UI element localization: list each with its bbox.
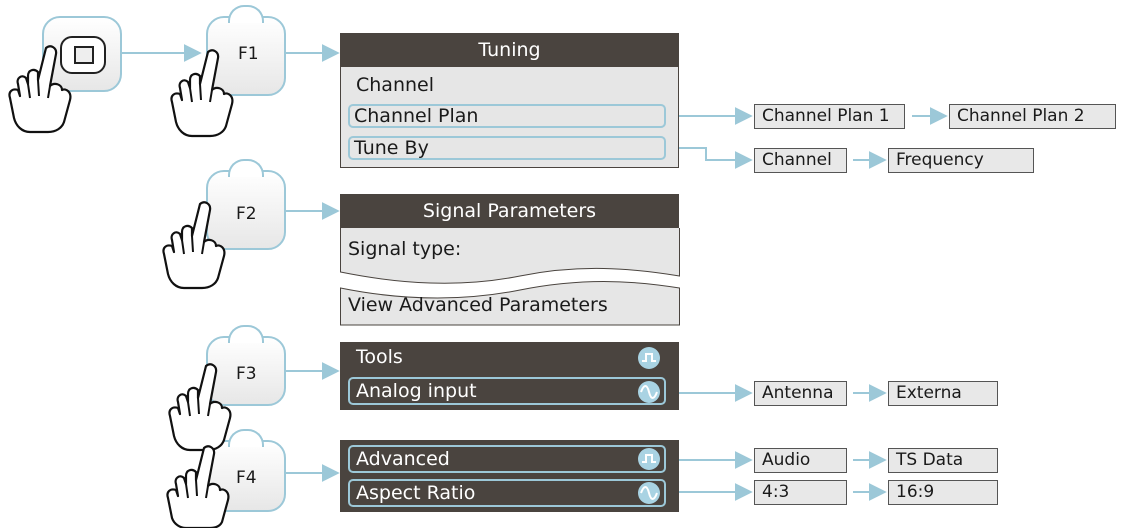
f2-key[interactable]: F2 [206,159,286,250]
f1-key[interactable]: F1 [206,5,286,96]
option-antenna[interactable]: Antenna [754,381,847,406]
f3-key-label: F3 [236,364,257,384]
tools-menu-title: Tools [356,346,403,368]
tuning-menu-body [340,67,679,168]
option-channel-plan-2[interactable]: Channel Plan 2 [949,104,1116,129]
menu-square-icon [60,36,106,74]
option-aspect-4-3[interactable]: 4:3 [754,480,847,505]
f2-key-label: F2 [236,204,257,224]
sine-wave-icon [638,482,660,504]
tuning-item-channel[interactable]: Channel [356,74,435,96]
option-channel-plan-1[interactable]: Channel Plan 1 [754,104,905,129]
option-audio[interactable]: Audio [754,448,847,473]
view-advanced-parameters[interactable]: View Advanced Parameters [348,294,608,316]
signal-type-label: Signal type: [348,238,462,260]
hand-pointer-icon [170,49,234,138]
tuning-item-tune-by[interactable]: Tune By [348,136,666,160]
option-tune-channel[interactable]: Channel [754,148,847,173]
advanced-item[interactable]: Advanced [348,445,666,473]
option-ts-data[interactable]: TS Data [888,448,998,473]
option-tune-frequency[interactable]: Frequency [888,148,1034,173]
option-externa[interactable]: Externa [888,381,998,406]
advanced-menu [340,440,679,512]
sine-wave-icon [638,381,660,403]
aspect-ratio-item[interactable]: Aspect Ratio [348,479,666,507]
hand-pointer-icon [168,363,232,452]
f4-key-label: F4 [236,468,257,488]
hand-pointer-icon [166,445,230,528]
signal-menu-header: Signal Parameters [340,194,679,228]
square-wave-icon [638,448,660,470]
option-aspect-16-9[interactable]: 16:9 [888,480,998,505]
hand-pointer-icon [8,45,72,134]
hand-pointer-icon [162,201,226,290]
tuning-menu-header: Tuning [340,33,679,67]
f1-key-label: F1 [238,44,259,64]
square-wave-icon [638,347,660,369]
analog-input-item[interactable]: Analog input [348,377,666,405]
tuning-item-channel-plan[interactable]: Channel Plan [348,104,666,128]
tools-menu [340,342,679,410]
signal-menu-body-torn [340,228,680,326]
